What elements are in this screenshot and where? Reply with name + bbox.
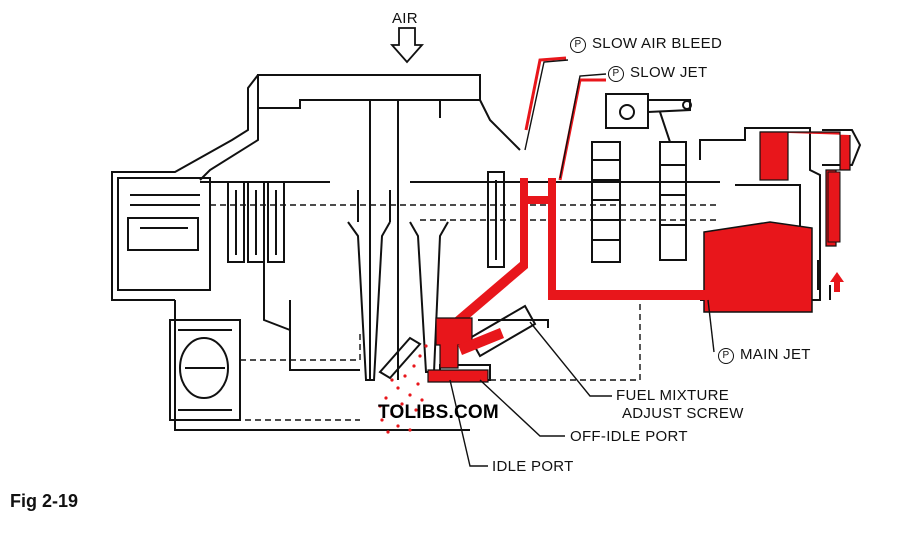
- watermark-text: TOLIBS.COM: [378, 402, 499, 423]
- fuel-spray: [378, 344, 428, 434]
- fuel-circuit: [427, 56, 851, 383]
- off-idle-port-label: OFF-IDLE PORT: [570, 428, 688, 445]
- main-jet-leader: [707, 299, 715, 353]
- leader-lines: [449, 59, 715, 467]
- part-marker-icon: P: [718, 348, 734, 364]
- part-marker-icon: P: [570, 37, 586, 53]
- slow-air-bleed-label: P SLOW AIR BLEED: [570, 35, 722, 53]
- air-inlet-arrow: [390, 27, 424, 64]
- figure-label: Fig 2-19: [10, 491, 79, 511]
- fuel-mixture-screw-label-line2: ADJUST SCREW: [622, 405, 744, 422]
- slow-jet-label: P SLOW JET: [608, 64, 707, 82]
- off-idle-port-leader: [479, 379, 565, 437]
- idle-port-label: IDLE PORT: [492, 458, 574, 475]
- slow-jet-text: SLOW JET: [630, 64, 708, 81]
- slow-jet-leader: [559, 73, 607, 179]
- slow-air-bleed-text: SLOW AIR BLEED: [592, 35, 723, 52]
- carburetor-body: [111, 74, 862, 431]
- main-jet-label: P MAIN JET: [718, 346, 811, 364]
- part-marker-icon: P: [608, 66, 624, 82]
- fuel-mixture-screw-label-line1: FUEL MIXTURE: [616, 387, 730, 404]
- main-jet-text: MAIN JET: [740, 346, 811, 363]
- fuel-mixture-screw-leader: [529, 321, 612, 397]
- idle-port-leader: [449, 379, 488, 467]
- air-label: AIR: [392, 10, 418, 27]
- slow-air-bleed-leader: [524, 59, 569, 151]
